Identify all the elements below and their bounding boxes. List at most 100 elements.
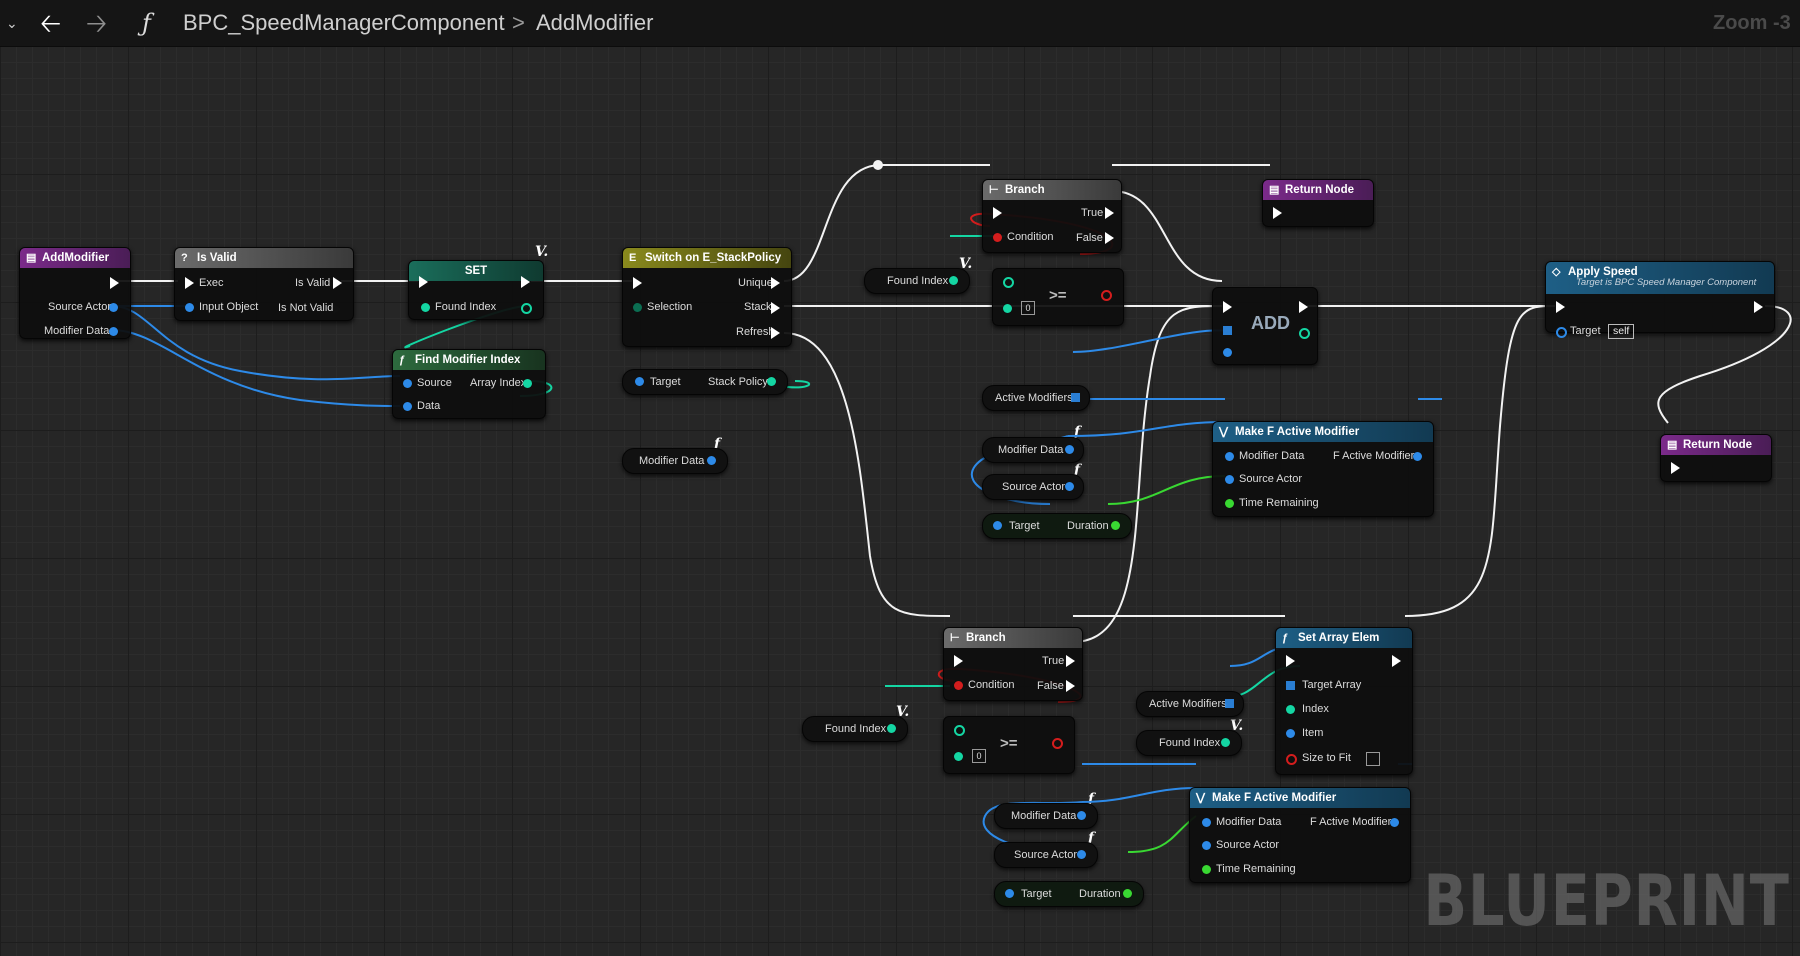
true-exec-pin[interactable] bbox=[1105, 207, 1114, 219]
exec-in-pin[interactable] bbox=[993, 207, 1002, 219]
function-entry-node[interactable]: ▤ AddModifier Source Actor Modifier Data bbox=[19, 247, 131, 339]
b-value-field[interactable]: 0 bbox=[1021, 301, 1035, 315]
target-array-pin[interactable] bbox=[1286, 681, 1295, 690]
duration-getter[interactable]: Target Duration bbox=[994, 881, 1144, 907]
breadcrumb-blueprint[interactable]: BPC_SpeedManagerComponent bbox=[183, 10, 505, 35]
condition-pin[interactable] bbox=[993, 233, 1002, 242]
stack-policy-pin[interactable] bbox=[767, 377, 776, 386]
dropdown-chevron-icon[interactable]: ⌄ bbox=[6, 15, 18, 31]
stack-policy-getter[interactable]: Target Stack Policy bbox=[622, 369, 788, 395]
exec-in-pin[interactable] bbox=[1286, 655, 1295, 667]
forward-arrow-icon[interactable]: 🡢 bbox=[86, 8, 108, 38]
exec-in-pin[interactable] bbox=[1671, 462, 1680, 474]
size-to-fit-pin[interactable] bbox=[1286, 754, 1297, 765]
branch-node-1[interactable]: ⊢ Branch True Condition False bbox=[982, 179, 1122, 253]
selection-pin[interactable] bbox=[633, 303, 642, 312]
input-object-pin[interactable] bbox=[185, 303, 194, 312]
data-pin[interactable] bbox=[403, 402, 412, 411]
new-item-pin[interactable] bbox=[1223, 348, 1232, 357]
refresh-exec-pin[interactable] bbox=[771, 327, 780, 339]
is-valid-exec-pin[interactable] bbox=[333, 277, 342, 289]
duration-getter[interactable]: Target Duration bbox=[982, 513, 1132, 539]
branch-node-2[interactable]: ⊢ Branch True Condition False bbox=[943, 627, 1083, 701]
source-actor-in-pin[interactable] bbox=[1225, 475, 1234, 484]
source-actor-out-pin[interactable] bbox=[1065, 482, 1074, 491]
return-node-1[interactable]: ▤ Return Node bbox=[1262, 179, 1374, 227]
exec-out-pin[interactable] bbox=[110, 277, 119, 289]
array-index-pin[interactable] bbox=[523, 379, 532, 388]
found-index-in-pin[interactable] bbox=[421, 303, 430, 312]
stack-exec-pin[interactable] bbox=[771, 302, 780, 314]
found-index-variable[interactable]: Found Index bbox=[864, 268, 970, 294]
active-modifiers-variable[interactable]: Active Modifiers bbox=[982, 385, 1090, 411]
b-pin[interactable] bbox=[954, 752, 963, 761]
find-modifier-index-node[interactable]: ƒ Find Modifier Index Source Array Index… bbox=[392, 349, 546, 419]
greater-equal-node-2[interactable]: 0 >= bbox=[943, 716, 1075, 774]
exec-in-pin[interactable] bbox=[185, 277, 194, 289]
index-out-pin[interactable] bbox=[1299, 328, 1310, 339]
active-modifiers-out-pin[interactable] bbox=[1071, 393, 1080, 402]
exec-out-pin[interactable] bbox=[1754, 301, 1763, 313]
result-pin[interactable] bbox=[1052, 738, 1063, 749]
exec-out-pin[interactable] bbox=[521, 276, 530, 288]
target-pin[interactable] bbox=[635, 377, 644, 386]
result-pin[interactable] bbox=[1101, 290, 1112, 301]
back-arrow-icon[interactable]: 🡠 bbox=[40, 8, 62, 38]
modifier-data-in-pin[interactable] bbox=[1225, 452, 1234, 461]
time-remaining-in-pin[interactable] bbox=[1202, 865, 1211, 874]
target-self-field[interactable]: self bbox=[1608, 324, 1635, 339]
found-index-out-pin[interactable] bbox=[521, 303, 532, 314]
source-actor-variable[interactable]: Source Actor bbox=[994, 842, 1098, 868]
a-pin[interactable] bbox=[954, 725, 965, 736]
found-index-out-pin[interactable] bbox=[887, 724, 896, 733]
array-add-node[interactable]: ADD bbox=[1212, 287, 1318, 365]
false-exec-pin[interactable] bbox=[1105, 232, 1114, 244]
make-active-modifier-node-2[interactable]: ⋁ Make F Active Modifier Modifier Data F… bbox=[1189, 787, 1411, 883]
a-pin[interactable] bbox=[1003, 277, 1014, 288]
f-active-modifier-out-pin[interactable] bbox=[1390, 818, 1399, 827]
target-array-pin[interactable] bbox=[1223, 326, 1232, 335]
modifier-data-variable[interactable]: Modifier Data bbox=[994, 803, 1098, 829]
set-array-elem-node[interactable]: ƒ Set Array Elem Target Array Index Item… bbox=[1275, 627, 1413, 775]
true-exec-pin[interactable] bbox=[1066, 655, 1075, 667]
time-remaining-in-pin[interactable] bbox=[1225, 499, 1234, 508]
exec-in-pin[interactable] bbox=[954, 655, 963, 667]
target-pin[interactable] bbox=[1556, 327, 1567, 338]
false-exec-pin[interactable] bbox=[1066, 680, 1075, 692]
found-index-out-pin[interactable] bbox=[1221, 738, 1230, 747]
f-active-modifier-out-pin[interactable] bbox=[1413, 452, 1422, 461]
index-pin[interactable] bbox=[1286, 705, 1295, 714]
found-index-variable[interactable]: Found Index bbox=[1136, 730, 1242, 756]
exec-in-pin[interactable] bbox=[1223, 301, 1232, 313]
modifier-data-out-pin[interactable] bbox=[1077, 811, 1086, 820]
greater-equal-node-1[interactable]: 0 >= bbox=[992, 268, 1124, 326]
make-active-modifier-node-1[interactable]: ⋁ Make F Active Modifier Modifier Data F… bbox=[1212, 421, 1434, 517]
source-actor-in-pin[interactable] bbox=[1202, 841, 1211, 850]
size-to-fit-checkbox[interactable] bbox=[1366, 752, 1380, 766]
exec-in-pin[interactable] bbox=[1556, 301, 1565, 313]
item-pin[interactable] bbox=[1286, 729, 1295, 738]
modifier-data-out-pin[interactable] bbox=[707, 456, 716, 465]
target-pin[interactable] bbox=[1005, 889, 1014, 898]
modifier-data-variable[interactable]: Modifier Data bbox=[622, 448, 728, 474]
exec-in-pin[interactable] bbox=[419, 276, 428, 288]
modifier-data-in-pin[interactable] bbox=[1202, 818, 1211, 827]
target-pin[interactable] bbox=[993, 521, 1002, 530]
b-value-field[interactable]: 0 bbox=[972, 749, 986, 763]
breadcrumb-function[interactable]: AddModifier bbox=[536, 10, 654, 35]
modifier-data-variable[interactable]: Modifier Data bbox=[982, 437, 1084, 463]
apply-speed-node[interactable]: ◇ Apply Speed Target is BPC Speed Manage… bbox=[1545, 261, 1775, 339]
exec-out-pin[interactable] bbox=[1392, 655, 1401, 667]
condition-pin[interactable] bbox=[954, 681, 963, 690]
source-actor-out-pin[interactable] bbox=[1077, 850, 1086, 859]
set-node[interactable]: SET Found Index bbox=[408, 260, 544, 320]
active-modifiers-out-pin[interactable] bbox=[1225, 699, 1234, 708]
return-node-2[interactable]: ▤ Return Node bbox=[1660, 434, 1772, 482]
found-index-variable[interactable]: Found Index bbox=[802, 716, 908, 742]
modifier-data-pin[interactable] bbox=[109, 327, 118, 336]
unique-exec-pin[interactable] bbox=[771, 277, 780, 289]
b-pin[interactable] bbox=[1003, 304, 1012, 313]
modifier-data-out-pin[interactable] bbox=[1065, 445, 1074, 454]
is-not-valid-exec-pin[interactable] bbox=[333, 303, 342, 315]
found-index-out-pin[interactable] bbox=[949, 276, 958, 285]
